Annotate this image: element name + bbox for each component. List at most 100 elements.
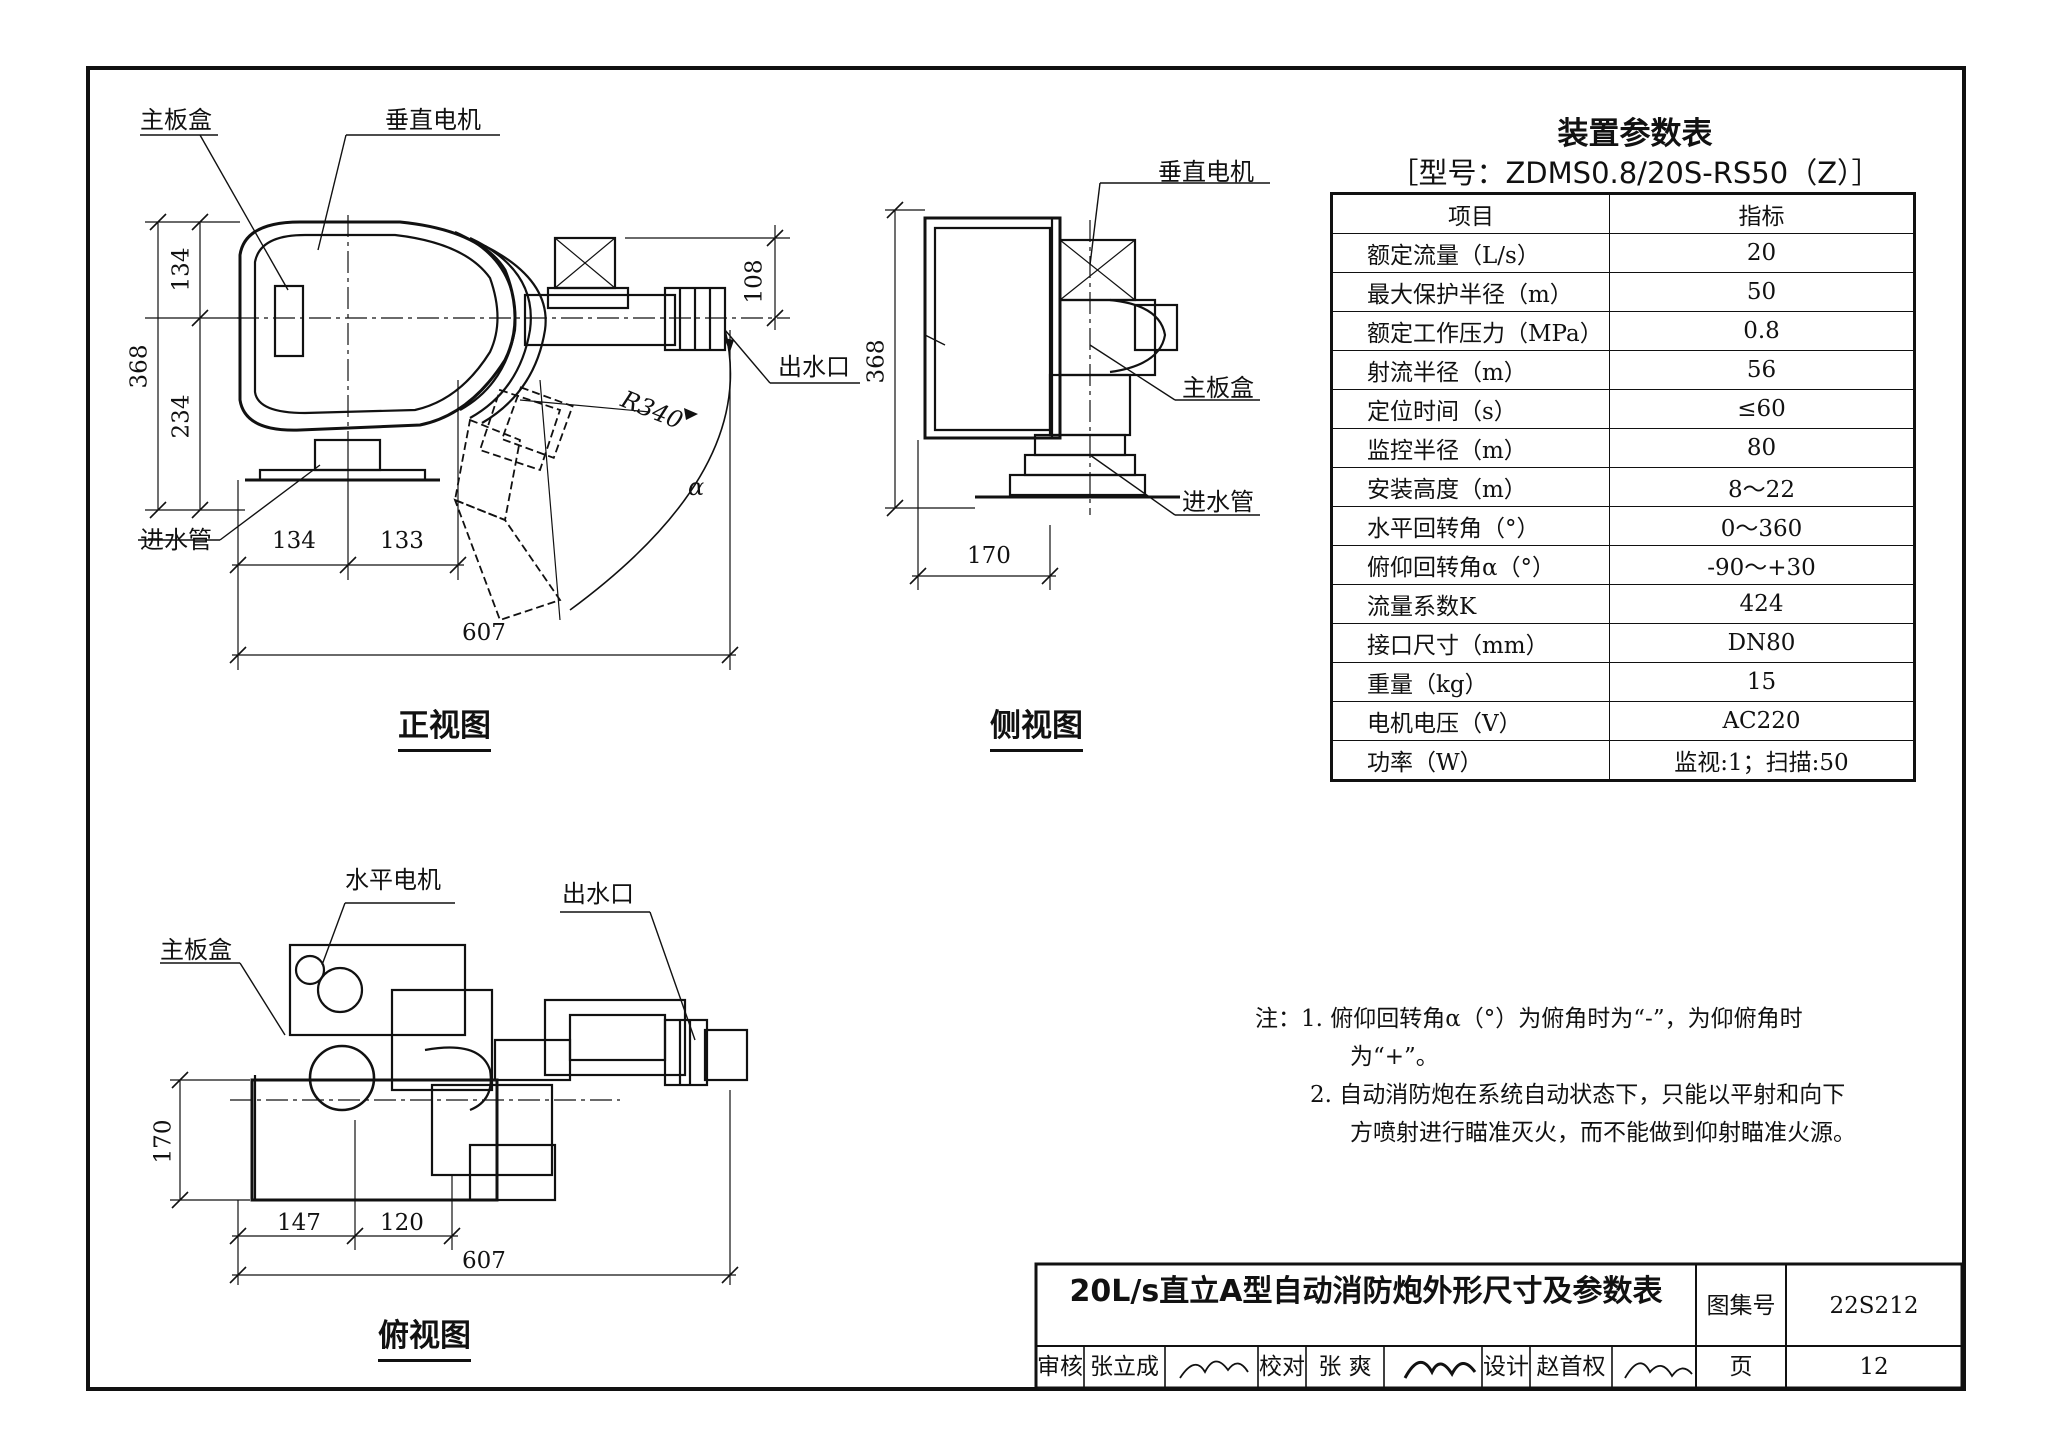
- params-row-item: 额定流量（L/s）: [1331, 233, 1610, 273]
- front-dim-234-vertical: 234: [168, 394, 195, 439]
- design-label: 设计: [1483, 1354, 1529, 1380]
- params-row-value: AC220: [1609, 701, 1915, 741]
- front-view-drawing: [138, 134, 860, 670]
- params-row: 重量（kg）15: [1331, 662, 1915, 702]
- params-row: 水平回转角（°）0～360: [1331, 506, 1915, 546]
- params-row-item: 重量（kg）: [1331, 662, 1610, 702]
- top-dim-170-vertical: 170: [150, 1119, 177, 1164]
- params-row-value: 56: [1609, 350, 1915, 390]
- params-row-item: 流量系数K: [1331, 584, 1610, 624]
- params-row-value: -90～+30: [1609, 545, 1915, 585]
- front-label-angle: α: [688, 473, 705, 501]
- top-label-outlet: 出水口: [562, 880, 634, 908]
- side-label-vertical-motor: 垂直电机: [1158, 158, 1254, 186]
- check-label: 校对: [1259, 1354, 1305, 1380]
- params-row: 接口尺寸（mm）DN80: [1331, 623, 1915, 663]
- params-header-value: 指标: [1609, 193, 1915, 234]
- title-block-grid: [1034, 1262, 1964, 1390]
- notes: 注：1. 俯仰回转角α（°）为俯角时为“-”，为仰俯角时 为“+”。 2. 自动…: [1255, 1000, 1856, 1152]
- params-row-value: 15: [1609, 662, 1915, 702]
- designer-signature: [1624, 1362, 1693, 1379]
- params-row-item: 监控半径（m）: [1331, 428, 1610, 468]
- top-label-main-board-box: 主板盒: [160, 936, 232, 964]
- params-header-item: 项目: [1331, 193, 1610, 234]
- top-dim-120-horizontal: 120: [380, 1210, 424, 1236]
- params-row: 俯仰回转角α（°）-90～+30: [1331, 545, 1915, 585]
- params-row: 最大保护半径（m）50: [1331, 272, 1915, 312]
- params-row-value: 8～22: [1609, 467, 1915, 507]
- params-row-item: 水平回转角（°）: [1331, 506, 1610, 546]
- front-dim-607-horizontal: 607: [462, 620, 506, 646]
- side-dim-170-horizontal: 170: [967, 543, 1011, 569]
- front-dim-108-vertical: 108: [741, 259, 768, 304]
- params-row-item: 最大保护半径（m）: [1331, 272, 1610, 312]
- params-row: 电机电压（V）AC220: [1331, 701, 1915, 741]
- front-dim-368-vertical: 368: [126, 344, 153, 389]
- params-row: 射流半径（m）56: [1331, 350, 1915, 390]
- params-row-value: 监视:1；扫描:50: [1609, 740, 1915, 781]
- note-line-2: 为“+”。: [1350, 1044, 1439, 1070]
- params-row-value: 0～360: [1609, 506, 1915, 546]
- front-dim-133-horizontal: 133: [380, 528, 424, 554]
- params-row: 安装高度（m）8～22: [1331, 467, 1915, 507]
- side-label-inlet-pipe: 进水管: [1182, 488, 1254, 516]
- params-header-row: 项目 指标: [1331, 193, 1915, 234]
- front-dim-134-vertical: 134: [168, 247, 195, 292]
- top-dim-607-horizontal: 607: [462, 1248, 506, 1274]
- top-view-drawing: [160, 902, 749, 1285]
- atlas-label: 图集号: [1706, 1293, 1776, 1319]
- front-label-inlet-pipe: 进水管: [140, 526, 212, 554]
- note-line-1: 注：1. 俯仰回转角α（°）为俯角时为“-”，为仰俯角时: [1255, 1000, 1856, 1038]
- params-row: 功率（W）监视:1；扫描:50: [1331, 740, 1915, 781]
- top-label-horizontal-motor: 水平电机: [345, 866, 441, 894]
- side-dim-368-vertical: 368: [863, 339, 890, 384]
- note-1-text: 1. 俯仰回转角α（°）为俯角时为“-”，为仰俯角时: [1301, 1006, 1803, 1032]
- note-line-4: 方喷射进行瞄准灭火，而不能做到仰射瞄准火源。: [1350, 1120, 1856, 1146]
- drawing-frame: [86, 66, 1966, 1391]
- review-label: 审核: [1037, 1354, 1083, 1380]
- params-row-item: 定位时间（s）: [1331, 389, 1610, 429]
- side-view-title: 侧视图: [990, 700, 1083, 752]
- params-row: 监控半径（m）80: [1331, 428, 1915, 468]
- note-prefix: 注：: [1255, 1006, 1301, 1032]
- front-label-main-board-box: 主板盒: [140, 106, 212, 134]
- side-label-main-board-box: 主板盒: [1182, 374, 1254, 402]
- params-model: ［型号：ZDMS0.8/20S-RS50（Z）］: [1389, 156, 1881, 190]
- params-row-value: 50: [1609, 272, 1915, 312]
- params-row: 额定工作压力（MPa）0.8: [1331, 311, 1915, 351]
- top-view-title: 俯视图: [378, 1310, 471, 1362]
- checker-name: 张 爽: [1318, 1354, 1372, 1380]
- params-title: 装置参数表: [1557, 116, 1713, 152]
- params-row-value: 424: [1609, 584, 1915, 624]
- params-row-item: 安装高度（m）: [1331, 467, 1610, 507]
- params-row-item: 俯仰回转角α（°）: [1331, 545, 1610, 585]
- note-line-3: 2. 自动消防炮在系统自动状态下，只能以平射和向下: [1310, 1082, 1846, 1108]
- page-number: 12: [1859, 1354, 1889, 1380]
- drawing-title: 20L/s直立A型自动消防炮外形尺寸及参数表: [1069, 1274, 1663, 1309]
- front-view-title: 正视图: [398, 700, 491, 752]
- front-dim-134-horizontal: 134: [272, 528, 316, 554]
- params-row-value: DN80: [1609, 623, 1915, 663]
- params-row-value: ≤60: [1609, 389, 1915, 429]
- front-label-outlet: 出水口: [778, 353, 850, 381]
- params-row-item: 功率（W）: [1331, 740, 1610, 781]
- params-row: 额定流量（L/s）20: [1331, 233, 1915, 273]
- checker-signature: [1403, 1361, 1477, 1379]
- params-row-item: 电机电压（V）: [1331, 701, 1610, 741]
- page-label: 页: [1729, 1354, 1753, 1380]
- side-view-drawing: [885, 182, 1270, 590]
- top-dim-147-horizontal: 147: [277, 1210, 321, 1236]
- designer-name: 赵首权: [1536, 1354, 1606, 1380]
- params-row-value: 0.8: [1609, 311, 1915, 351]
- params-row: 定位时间（s）≤60: [1331, 389, 1915, 429]
- front-label-vertical-motor: 垂直电机: [385, 106, 481, 134]
- reviewer-signature: [1179, 1360, 1249, 1379]
- params-row-item: 射流半径（m）: [1331, 350, 1610, 390]
- params-row-item: 接口尺寸（mm）: [1331, 623, 1610, 663]
- params-row-item: 额定工作压力（MPa）: [1331, 311, 1610, 351]
- atlas-number: 22S212: [1829, 1293, 1919, 1319]
- params-row-value: 20: [1609, 233, 1915, 273]
